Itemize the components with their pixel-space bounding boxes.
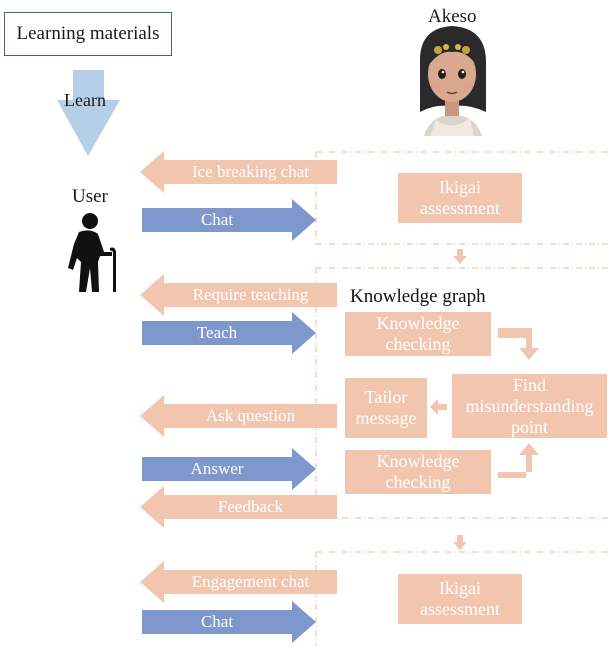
learn-arrow: [57, 70, 120, 156]
ask-question-label: Ask question: [205, 406, 296, 425]
dashed-sections: [315, 151, 608, 646]
akeso-avatar: [420, 26, 486, 136]
find-misunderstanding-point: Find misunderstanding point: [452, 374, 607, 438]
arrow-engagement: [140, 561, 337, 603]
arrow-ice-breaking: [140, 151, 337, 193]
answer-label: Answer: [190, 459, 244, 478]
arrow-ask-question: [140, 395, 337, 437]
feedback-label: Feedback: [217, 497, 284, 516]
down-arrow-1: [453, 249, 467, 264]
elbow-arrow-up: [498, 443, 539, 478]
arrow-chat-1: [142, 199, 316, 241]
learning-materials-box: Learning materials: [4, 12, 172, 56]
require-teaching-label: Require teaching: [192, 285, 309, 304]
tailor-message: Tailor message: [345, 378, 427, 438]
chat-label-1: Chat: [200, 210, 234, 229]
elderly-user-icon: [68, 213, 116, 292]
ikigai-assessment-top: Ikigai assessment: [398, 173, 522, 223]
down-arrow-2: [453, 535, 467, 550]
arrow-require-teaching: [140, 274, 337, 316]
knowledge-checking-1: Knowledge checking: [345, 312, 491, 356]
knowledge-checking-2: Knowledge checking: [345, 450, 491, 494]
arrow-teach: [142, 312, 316, 354]
arrow-answer: [142, 448, 316, 490]
ice-breaking-chat-label: Ice breaking chat: [191, 162, 310, 181]
engagement-chat-label: Engagement chat: [191, 572, 310, 591]
user-label: User: [72, 186, 108, 207]
learn-label: Learn: [64, 90, 106, 110]
arrow-feedback: [140, 486, 337, 528]
knowledge-graph-title: Knowledge graph: [350, 286, 486, 307]
small-left-arrow: [430, 399, 447, 415]
chat-label-2: Chat: [200, 612, 234, 631]
arrow-chat-2: [142, 601, 316, 643]
ikigai-assessment-bottom: Ikigai assessment: [398, 574, 522, 624]
teach-label: Teach: [196, 323, 238, 342]
akeso-label: Akeso: [428, 6, 477, 27]
